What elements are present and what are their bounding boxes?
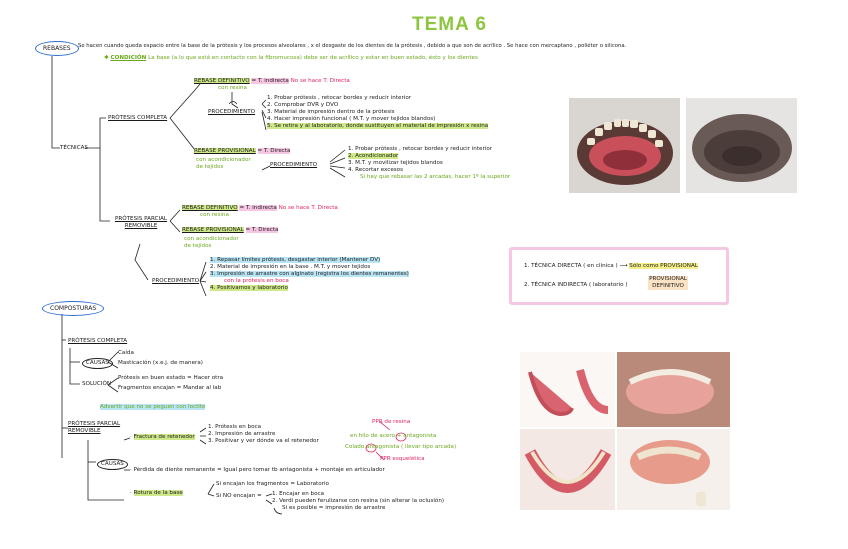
- repair-images: [520, 352, 730, 510]
- rebase-provisional-label: REBASE PROVISIONAL: [194, 148, 256, 154]
- list-item: Si NO encajan =: [216, 493, 262, 499]
- step-item: 1. Probar prótesis , retocar bordes y re…: [267, 95, 412, 101]
- no-directa-note: No se hace T. Directa: [290, 78, 350, 84]
- advertir-note: Advertir que no se peguen con loctite: [100, 404, 206, 410]
- step-item: 2. Verdi pueden ferulizarse con resina (…: [272, 498, 445, 504]
- composturas-label: COMPOSTURAS: [50, 305, 97, 312]
- hilo-acero-line: en hilo de acero + antagonista: [350, 433, 437, 439]
- rebase-provisional-label: REBASE PROVISIONAL: [182, 227, 244, 233]
- tecnica-summary-box: 1. TÉCNICA DIRECTA ( en clínica ) ⟶ Sólo…: [509, 247, 729, 305]
- rebase-definitivo-label: REBASE DEFINITIVO: [182, 205, 238, 211]
- step-item: 4. Positivamos y laboratorio: [210, 285, 288, 291]
- rebase-provisional-completa: REBASE PROVISIONAL = T. Directa: [194, 148, 291, 155]
- rebases-intro: Se hacen cuando queda espacio entre la b…: [78, 43, 627, 49]
- indirecta-result: PROVISIONAL DEFINITIVO: [648, 276, 688, 290]
- step-item: 2. Material de impresión en la base . M.…: [210, 264, 371, 270]
- step-item: 3. Impresión de arrastre con alginato (r…: [210, 271, 409, 277]
- star-icon: ✱: [104, 55, 111, 61]
- step-item: 4. Recortar excesos: [348, 167, 404, 173]
- procedimiento-1: PROCEDIMIENTO: [208, 109, 256, 115]
- composturas-node: COMPOSTURAS: [42, 301, 105, 316]
- condicion-text: La base (a lo que está en contacto con l…: [148, 55, 478, 61]
- con-resina-1: con resina: [218, 85, 247, 91]
- step-item: 1. Repasar límites prótesis, desgastar i…: [210, 257, 381, 263]
- rebases-node: REBASES: [35, 41, 79, 56]
- step-item: 2. Impresión de arrastre: [208, 431, 276, 437]
- step-item: 4. Hacer impresión funcional ( M.T. y mo…: [267, 116, 436, 122]
- fractura-retenedor: · Fractura de retenedor: [130, 434, 195, 440]
- denture-photo-rebased: [686, 98, 797, 193]
- step-item: 2. Comprobar DVR y DVO: [267, 102, 339, 108]
- step-item: 2. Acondicionador: [348, 153, 399, 159]
- directa-result: Sólo como PROVISIONAL: [629, 263, 698, 269]
- causas2-label: CAUSAS: [97, 459, 128, 470]
- step-item: 1. Prótesis en boca: [208, 424, 262, 430]
- tecnica-directa: 1. TÉCNICA DIRECTA ( en clínica ) ⟶ Sólo…: [524, 263, 698, 269]
- step-item: 1. Probar prótesis , retocar bordes y re…: [348, 146, 493, 152]
- acondicionador-1: con acondicionador de tejidos: [196, 157, 251, 170]
- steps-completa-definitivo: 1. Probar prótesis , retocar bordes y re…: [267, 95, 489, 130]
- step-item: 3. M.T. y movilizar tejidos blandos: [348, 160, 443, 166]
- fractura-steps: 1. Prótesis en boca 2. Impresión de arra…: [208, 424, 319, 445]
- page-title: TEMA 6: [412, 14, 487, 35]
- rebase-provisional-parcial: REBASE PROVISIONAL = T. Directa: [182, 227, 279, 234]
- step-item: 5. Se retira y al laboratorio, donde sus…: [267, 123, 489, 129]
- t-directa: = T. Directa: [257, 148, 291, 154]
- rotura-steps: 1. Encajar en boca 2. Verdi pueden ferul…: [272, 491, 444, 512]
- step-item: 1. Encajar en boca: [272, 491, 324, 497]
- t-indirecta: = T. indirecta: [239, 205, 277, 211]
- step-note: Si hay que rebasar las 2 arcadas, hacer …: [360, 174, 511, 180]
- con-resina-2: con resina: [200, 212, 229, 218]
- step-item-note: con la prótesis en boca: [224, 278, 289, 284]
- tecnicas-node: TÉCNICAS: [60, 145, 88, 151]
- rebase-definitivo-completa: REBASE DEFINITIVO = T. indirecta No se h…: [194, 78, 350, 85]
- rebases-label: REBASES: [43, 45, 71, 52]
- procedimiento-2: PROCEDIMIENTO: [270, 162, 318, 168]
- no-directa-note: No se hace T. Directa: [278, 205, 338, 211]
- steps-parcial: 1. Repasar límites prótesis, desgastar i…: [210, 257, 409, 292]
- step-item: 3. Positivar y ver dónde va el retenedor: [208, 438, 319, 444]
- t-directa: = T. Directa: [245, 227, 279, 233]
- denture-photo-upper: [569, 98, 680, 193]
- denture-image: [692, 114, 792, 182]
- protesis-parcial-label: PRÓTESIS PARCIAL REMOVIBLE: [114, 216, 168, 229]
- causas-label: CAUSAS: [82, 358, 113, 369]
- composturas-parcial-label: PRÓTESIS PARCIAL REMOVIBLE: [68, 421, 121, 434]
- list-item: Prótesis en buen estado = Hacer otra: [118, 375, 224, 381]
- protesis-completa-label: PRÓTESIS COMPLETA: [108, 115, 168, 121]
- arrow-right-icon: ⟶: [619, 263, 630, 269]
- ppr-esqueletica: PPR esquelética: [380, 456, 425, 462]
- solucion-label: SOLUCIÓN: [82, 381, 112, 387]
- rebase-definitivo-label: REBASE DEFINITIVO: [194, 78, 250, 84]
- t-indirecta: = T. indirecta: [251, 78, 289, 84]
- condicion-line: ✱ CONDICIÓN La base (a lo que está en co…: [104, 55, 478, 62]
- causas-list: Caída Masticación (x.e.j. de manera): [118, 350, 203, 367]
- rotura-options: Si encajan los fragmentos = Laboratorio …: [216, 481, 329, 500]
- ppr-resina: PPR de resina: [372, 419, 411, 425]
- repair-photo-collage: [520, 352, 730, 510]
- step-item: 3. Material de impresión dentro de la pr…: [267, 109, 395, 115]
- list-item: Si encajan los fragmentos = Laboratorio: [216, 481, 329, 487]
- condicion-label: CONDICIÓN: [110, 55, 147, 61]
- steps-completa-provisional: 1. Probar prótesis , retocar bordes y re…: [348, 146, 510, 181]
- rotura-line: · Rotura de la base: [130, 490, 183, 496]
- list-item: Masticación (x.e.j. de manera): [118, 360, 203, 366]
- tecnica-indirecta: 2. TÉCNICA INDIRECTA ( laboratorio ): [524, 282, 628, 288]
- acondicionador-2: con acondicionador de tejidos: [184, 236, 239, 249]
- rebase-definitivo-parcial: REBASE DEFINITIVO = T. indirecta No se h…: [182, 205, 338, 212]
- solucion-list: Prótesis en buen estado = Hacer otra Fra…: [118, 375, 223, 392]
- colado-line: Colado antagonista ( llevar tipo arcada): [345, 444, 457, 450]
- composturas-completa-label: PRÓTESIS COMPLETA: [68, 338, 128, 344]
- list-item: Caída: [118, 350, 134, 356]
- procedimiento-3: PROCEDIMIENTO: [152, 278, 200, 284]
- list-item: Fragmentos encajan = Mandar al lab: [118, 385, 222, 391]
- perdida-line: · Pérdida de diente remanente = Igual pe…: [130, 467, 385, 473]
- denture-image: [577, 119, 673, 185]
- step-item: Si es posible = impresión de arrastre: [282, 505, 386, 511]
